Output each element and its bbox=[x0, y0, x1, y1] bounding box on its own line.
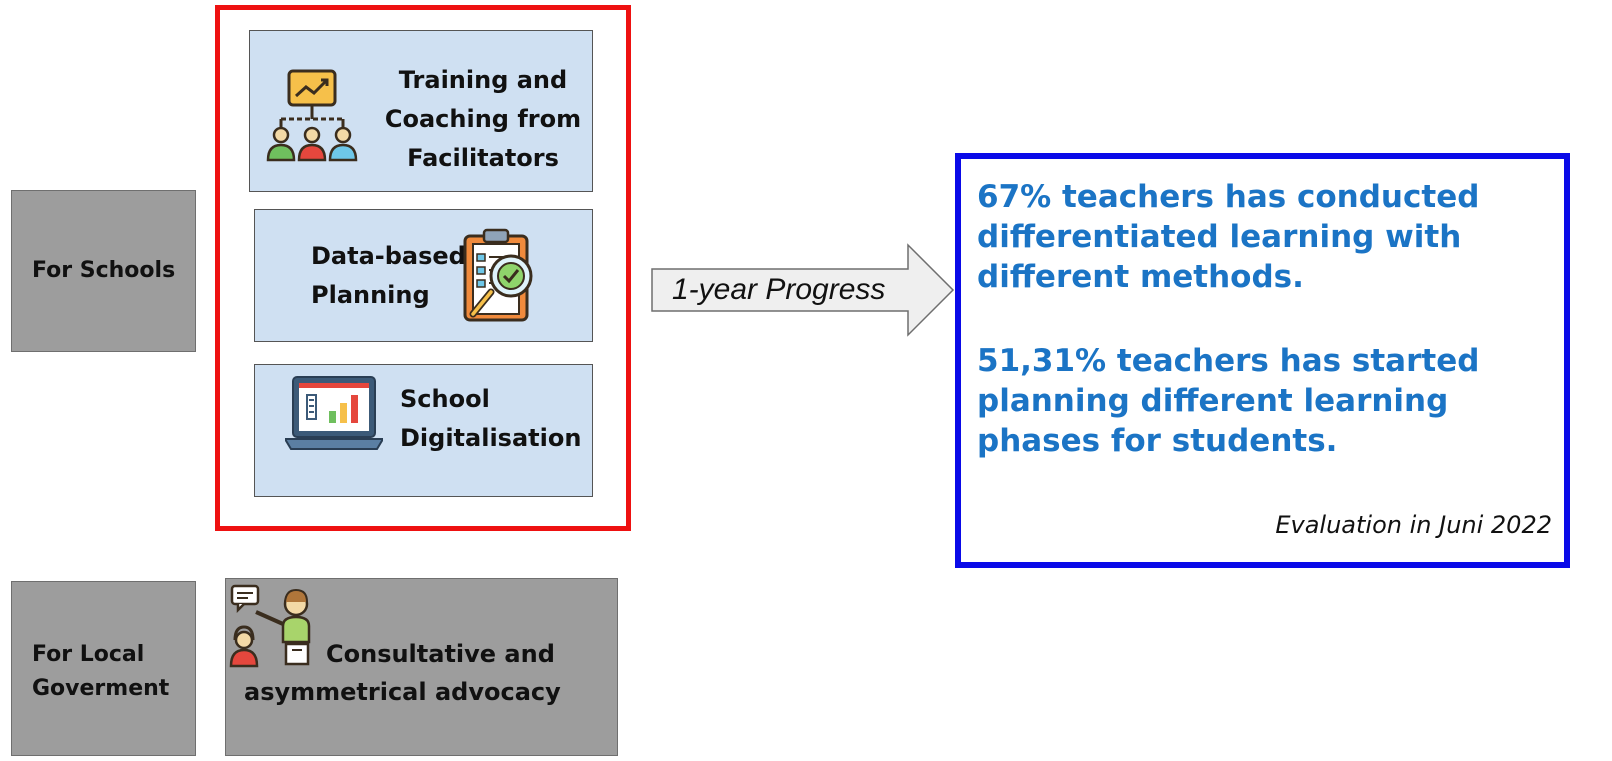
for-schools-box: For Schools bbox=[11, 190, 196, 352]
result-paragraph-2: 51,31% teachers has started planning dif… bbox=[977, 343, 1480, 459]
for-local-government-label: For Local Goverment bbox=[32, 642, 170, 701]
school-digitalisation-box: School Digitalisation bbox=[254, 364, 593, 497]
training-coaching-box: Training and Coaching from Facilitators bbox=[249, 30, 593, 192]
results-box: 67% teachers has conducted differentiate… bbox=[955, 153, 1570, 568]
presenter-audience-icon bbox=[228, 582, 318, 668]
progress-arrow-label: 1-year Progress bbox=[672, 273, 886, 306]
result-paragraph-1: 67% teachers has conducted differentiate… bbox=[977, 179, 1480, 295]
progress-arrow bbox=[651, 243, 955, 337]
training-coaching-label: Training and Coaching from Facilitators bbox=[384, 66, 582, 172]
evaluation-note: Evaluation in Juni 2022 bbox=[1275, 511, 1552, 539]
training-coaching-icon bbox=[265, 69, 361, 163]
data-planning-box: Data-based Planning bbox=[254, 209, 593, 342]
advocacy-label: Consultative and asymmetrical advocacy bbox=[244, 640, 561, 706]
clipboard-magnifier-icon bbox=[461, 228, 541, 324]
for-local-government-box: For Local Goverment bbox=[11, 581, 196, 756]
data-planning-label: Data-based Planning bbox=[311, 242, 466, 309]
for-schools-label: For Schools bbox=[32, 258, 176, 283]
schools-activities-frame bbox=[215, 5, 631, 531]
advocacy-box: Consultative and asymmetrical advocacy bbox=[225, 578, 618, 756]
laptop-chart-icon bbox=[283, 375, 385, 451]
school-digitalisation-label: School Digitalisation bbox=[400, 385, 582, 452]
